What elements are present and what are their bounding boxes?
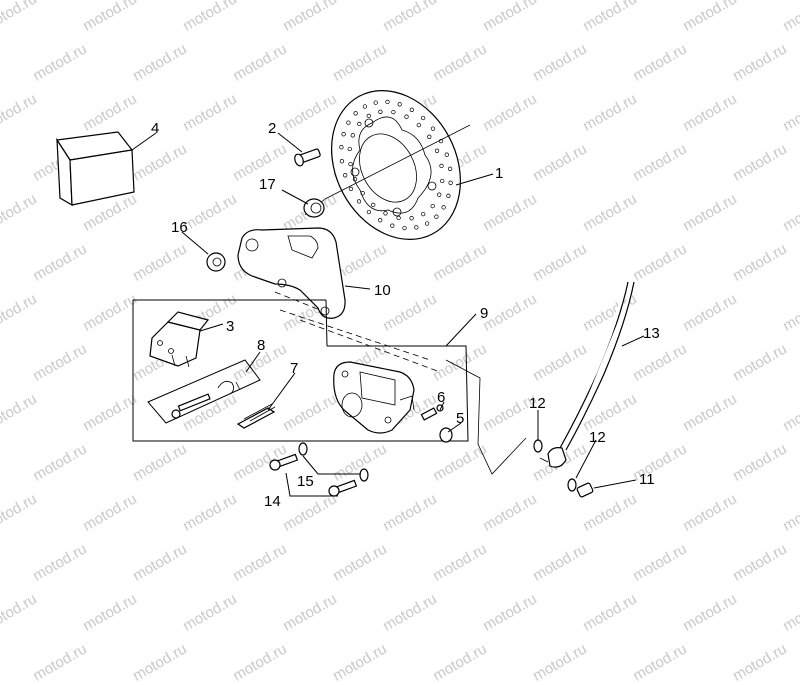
part-9-brake-caliper <box>333 361 415 434</box>
disc-hole <box>424 221 430 226</box>
callout-3: 3 <box>226 318 234 335</box>
disc-hole <box>444 152 449 157</box>
part-1-brake-disc <box>304 89 471 241</box>
disc-hole <box>409 107 414 112</box>
disc-hole <box>414 225 419 230</box>
disc-hole <box>366 113 371 119</box>
part-15-washers <box>298 442 369 482</box>
callout-13: 13 <box>643 325 660 342</box>
callout-2: 2 <box>268 120 276 137</box>
part-6-bleed-valve <box>420 404 444 421</box>
disc-hole <box>347 146 352 152</box>
disc-hole <box>402 225 407 231</box>
disc-hole <box>396 215 401 221</box>
part-13-brake-hose <box>539 281 635 468</box>
disc-hole <box>346 120 351 125</box>
kit-box-frame <box>132 291 469 442</box>
watermark-text: motod.ru <box>330 640 390 685</box>
brake-assembly-diagram: 1 2 3 4 5 6 7 8 9 10 11 12 12 13 14 15 1… <box>55 89 660 510</box>
callout-8: 8 <box>257 337 265 354</box>
disc-hole <box>439 163 444 169</box>
part-14-caliper-bolts <box>269 453 358 497</box>
part-11-banjo-bolt <box>576 482 594 498</box>
callout-4: 4 <box>151 120 159 137</box>
disc-hole <box>430 126 436 131</box>
part-4-instruction-sheet <box>55 131 135 207</box>
disc-hole <box>339 145 344 150</box>
disc-hole <box>341 132 346 137</box>
disc-hole <box>356 199 362 204</box>
disc-hole <box>378 218 383 223</box>
disc-hole <box>438 138 444 144</box>
disc-hole <box>437 192 442 197</box>
callout-11: 11 <box>639 471 655 488</box>
part-12-washers <box>533 439 577 492</box>
disc-hole <box>352 177 358 182</box>
callout-17: 17 <box>259 176 276 193</box>
disc-hole <box>409 216 414 221</box>
callout-5: 5 <box>456 410 464 427</box>
disc-hole <box>446 193 451 198</box>
part-16-washer <box>206 252 226 272</box>
disc-hole <box>353 111 358 116</box>
disc-hole <box>421 211 426 217</box>
disc-hole <box>383 211 388 216</box>
callout-6: 6 <box>437 389 445 406</box>
hose-route-line <box>445 359 527 475</box>
watermark-text: motod.ru <box>730 640 790 685</box>
part-7-spring <box>236 403 276 429</box>
part-10-caliper-bracket <box>237 227 346 319</box>
disc-hole <box>448 180 453 185</box>
callout-10: 10 <box>374 282 391 299</box>
callout-labels: 1 2 3 4 5 6 7 8 9 10 11 12 12 13 14 15 1… <box>151 120 660 510</box>
part-8-pin-kit <box>147 359 261 424</box>
disc-hole <box>357 121 362 127</box>
disc-hole <box>343 173 348 178</box>
disc-vent-holes <box>339 99 453 231</box>
watermark-text: motod.ru <box>130 640 190 685</box>
disc-hole <box>348 161 353 167</box>
disc-hole <box>391 109 396 115</box>
disc-hole <box>434 148 440 153</box>
disc-hole <box>397 102 402 107</box>
part-2-disc-bolt <box>294 148 321 167</box>
callout-9: 9 <box>480 305 488 322</box>
watermark-text: motod.ru <box>630 640 690 685</box>
disc-hole <box>404 114 409 119</box>
disc-hole <box>441 205 446 210</box>
callout-16: 16 <box>171 219 188 236</box>
disc-hole <box>434 214 439 219</box>
disc-hole <box>378 109 383 114</box>
disc-hole <box>362 104 368 109</box>
disc-hole <box>366 209 372 215</box>
disc-hole <box>360 191 365 196</box>
disc-hole <box>385 99 390 105</box>
watermark-text: motod.ru <box>430 640 490 685</box>
callout-15: 15 <box>297 473 314 490</box>
disc-hole <box>350 133 355 138</box>
watermark-text: motod.ru <box>30 640 90 685</box>
disc-hole <box>447 166 453 171</box>
disc-hole <box>427 134 432 139</box>
disc-hole <box>416 122 421 128</box>
callout-1: 1 <box>495 165 503 182</box>
leader-lines <box>131 132 645 497</box>
watermark-text: motod.ru <box>230 640 290 685</box>
disc-hole <box>348 186 354 192</box>
callout-12a: 12 <box>529 395 546 412</box>
callout-14: 14 <box>264 493 281 510</box>
callout-7: 7 <box>290 360 298 377</box>
disc-hole <box>339 159 345 164</box>
part-3-brake-pads <box>149 311 210 368</box>
callout-12b: 12 <box>589 429 606 446</box>
disc-hole <box>390 223 395 228</box>
disc-hole <box>440 178 445 184</box>
disc-hole <box>430 203 435 209</box>
part-17-spacer <box>303 198 325 218</box>
watermark-text: motod.ru <box>530 640 590 685</box>
disc-hole <box>420 115 426 121</box>
disc-hole <box>373 100 378 105</box>
disc-hole <box>371 202 376 208</box>
